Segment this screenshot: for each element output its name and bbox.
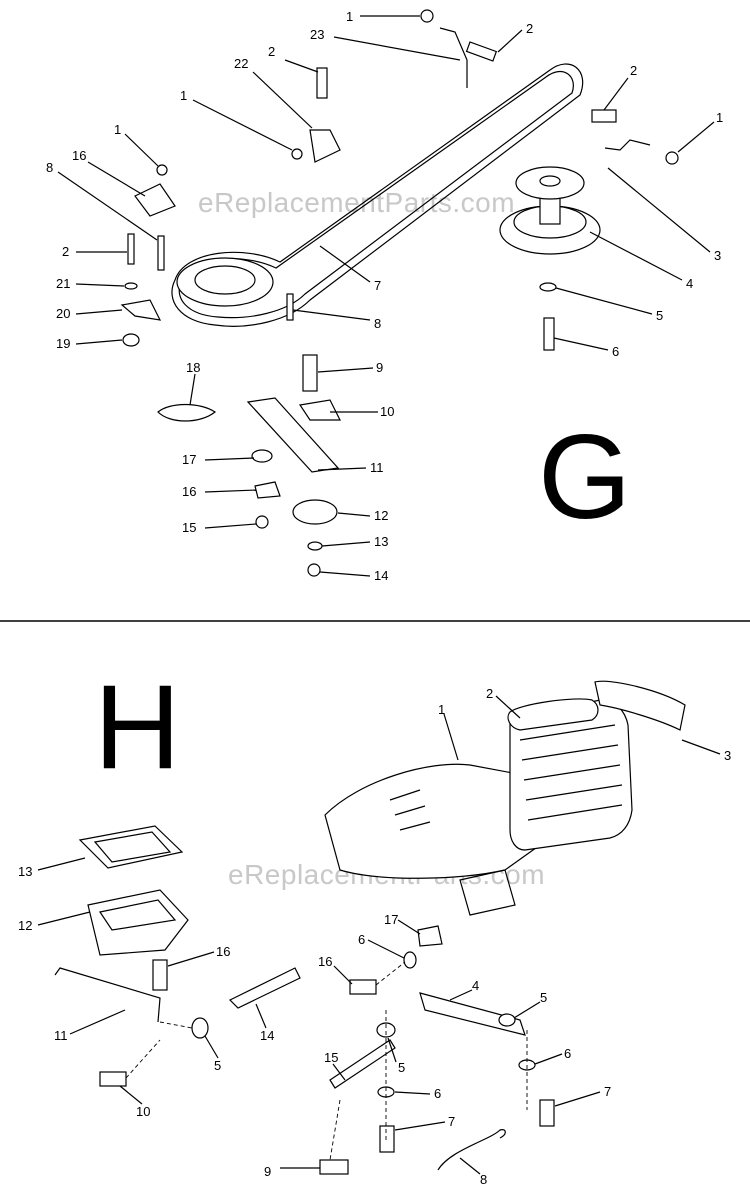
watermark-g: eReplacementParts.com: [198, 187, 515, 218]
callout: 11: [54, 1028, 68, 1043]
callout: 7: [374, 278, 381, 293]
callout: 4: [686, 276, 693, 291]
callout: 7: [604, 1084, 611, 1099]
callout: 2: [268, 44, 275, 59]
callout: 1: [716, 110, 723, 125]
callout: 15: [182, 520, 196, 535]
callout: 2: [526, 21, 533, 36]
leaders-g: [57, 15, 715, 577]
callout: 1: [114, 122, 121, 137]
callout: 1: [438, 702, 445, 717]
callout: 11: [370, 460, 384, 475]
engine-pulley: [499, 166, 601, 255]
callout: 5: [398, 1060, 405, 1075]
callout: 5: [540, 990, 547, 1005]
callout: 17: [182, 452, 196, 467]
callout: 12: [374, 508, 388, 523]
callout: 9: [376, 360, 383, 375]
callout: 2: [62, 244, 69, 259]
seat-parts: [78, 825, 189, 956]
assembly-lines-h: [125, 961, 528, 1161]
callout: 16: [182, 484, 196, 499]
callout: 12: [18, 918, 32, 933]
callout: 17: [384, 912, 398, 927]
callouts-g: 1 2 23 22 2 1 2 1 1 16 8 2 21 20 19 7 8 …: [46, 9, 723, 583]
callout: 1: [180, 88, 187, 103]
callout: 4: [472, 978, 479, 993]
callout: 20: [56, 306, 70, 321]
callout: 22: [234, 56, 248, 71]
callout: 19: [56, 336, 70, 351]
callout: 3: [714, 248, 721, 263]
leaders-h: [37, 695, 721, 1175]
grille: [507, 698, 633, 851]
hardware-h: [54, 925, 555, 1175]
callout: 18: [186, 360, 200, 375]
callout: 7: [448, 1114, 455, 1129]
callout: 8: [374, 316, 381, 331]
callouts-h: 1 2 3 13 12 16 11 14 5 10 17 6 16 4 5 15…: [18, 686, 731, 1187]
lens: [594, 680, 686, 731]
callout: 1: [346, 9, 353, 24]
belt-pulley: [176, 257, 274, 307]
callout: 6: [434, 1086, 441, 1101]
section-h: H eReplacementParts.com: [18, 660, 731, 1187]
callout: 6: [612, 344, 619, 359]
hardware-g: [120, 9, 679, 577]
section-g: eReplacementParts.com: [46, 9, 723, 583]
callout: 16: [318, 954, 332, 969]
callout: 5: [214, 1058, 221, 1073]
callout: 2: [486, 686, 493, 701]
callout: 16: [72, 148, 86, 163]
callout: 15: [324, 1050, 338, 1065]
callout: 10: [136, 1104, 150, 1119]
callout: 13: [374, 534, 388, 549]
callout: 10: [380, 404, 394, 419]
callout: 8: [480, 1172, 487, 1187]
section-label-h: H: [94, 660, 181, 794]
callout: 9: [264, 1164, 271, 1179]
callout: 8: [46, 160, 53, 175]
callout: 14: [260, 1028, 274, 1043]
callout: 14: [374, 568, 388, 583]
callout: 2: [630, 63, 637, 78]
callout: 5: [656, 308, 663, 323]
callout: 6: [358, 932, 365, 947]
callout: 6: [564, 1046, 571, 1061]
callout: 21: [56, 276, 70, 291]
callout: 23: [310, 27, 324, 42]
callout: 16: [216, 944, 230, 959]
callout: 3: [724, 748, 731, 763]
section-label-g: G: [538, 410, 631, 544]
callout: 13: [18, 864, 32, 879]
